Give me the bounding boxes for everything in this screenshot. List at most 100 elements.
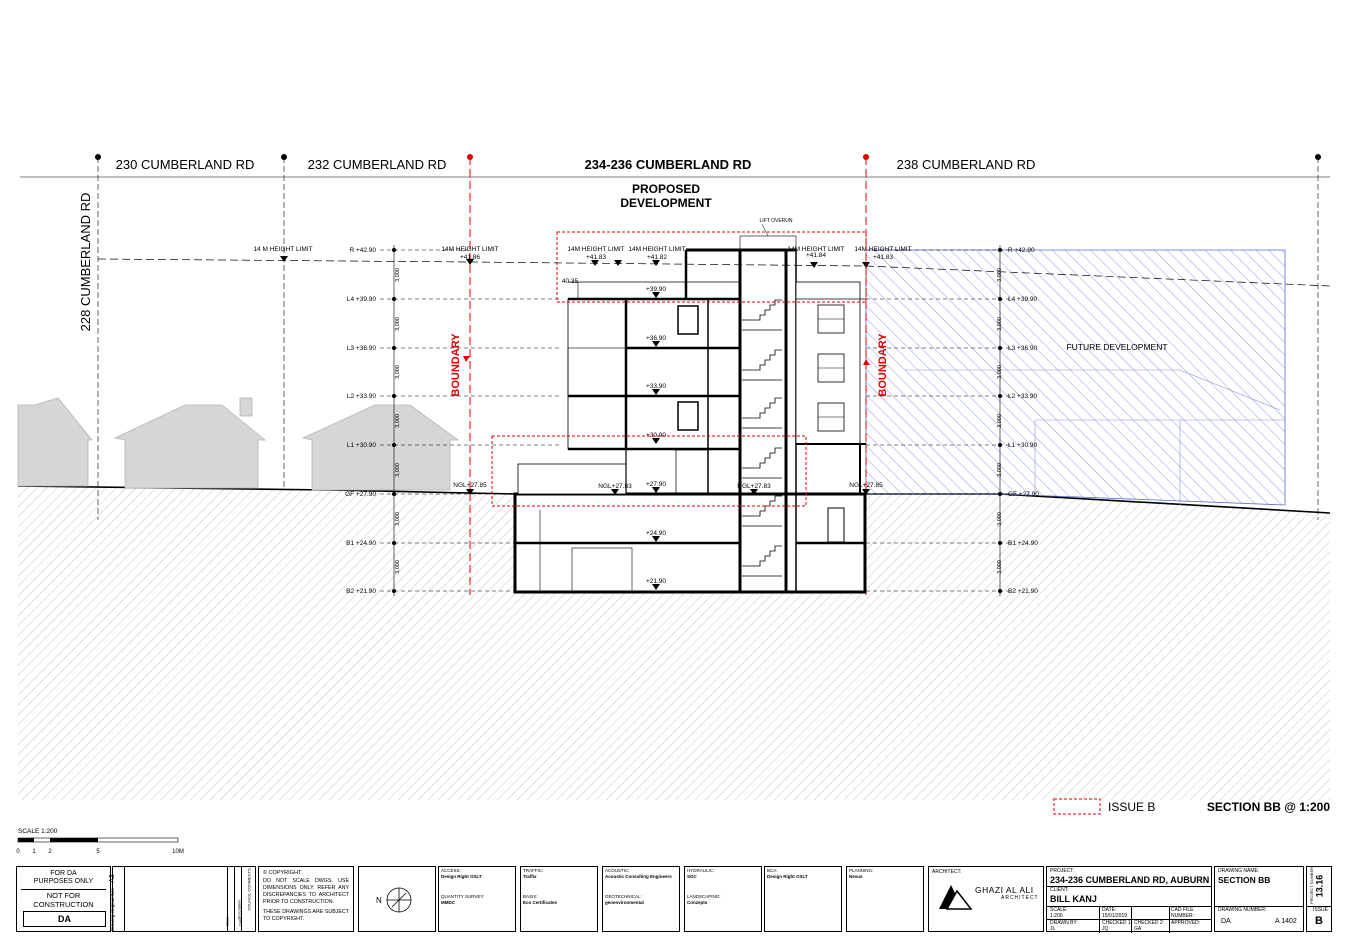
level-r-right: R +42.90 (1008, 247, 1035, 254)
project-box: PROJECT: 234-236 CUMBERLAND RD, AUBURN C… (1046, 866, 1212, 933)
height-limit-label-5: 14M HEIGHT LIMIT (854, 246, 911, 253)
copyright-text-1: DO NOT SCALE DWGS. USE DIMENSIONS ONLY. … (263, 878, 349, 905)
building-section (513, 235, 867, 594)
svg-text:3,000: 3,000 (395, 414, 401, 428)
level-lines (380, 249, 1010, 592)
svg-text:2: 2 (48, 849, 52, 855)
svg-text:3,000: 3,000 (997, 463, 1003, 477)
spot-3690: +36.90 (646, 335, 666, 342)
issue-letter: B (1315, 915, 1323, 927)
spot-3990: +39.90 (646, 286, 666, 293)
boundary-right: BOUNDARY (877, 333, 889, 397)
drawing-name-box: DRAWING NAME: SECTION BB DRAWING NUMBER:… (1214, 866, 1304, 932)
level-gf-left: GF +27.90 (345, 491, 376, 498)
project-number: 13.16 (1314, 874, 1325, 898)
height-limit-label-4: 14M HEIGHT LIMIT (787, 246, 844, 253)
consultant-bca: BCA: Design Right OSLT (764, 866, 842, 932)
da-badge: DA (23, 911, 106, 927)
project-number-box: PROJECT NUMBER 13.16 ISSUE B (1306, 866, 1332, 932)
ngl-3: NGL+27.83 (737, 483, 771, 490)
spot-4184: +41.84 (806, 252, 826, 259)
spot-4183b: +41.83 (873, 254, 893, 261)
height-limit-label-3: 14M HEIGHT LIMIT (628, 246, 685, 253)
copyright-head: © COPYRIGHT (263, 870, 302, 876)
revision-cloud-ground (491, 435, 807, 507)
level-l1-left: L1 +30.90 (347, 442, 376, 449)
copyright-box: © COPYRIGHT DO NOT SCALE DWGS. USE DIMEN… (258, 866, 354, 932)
scale-label: SCALE 1:200 (18, 828, 58, 835)
level-b1-left: B1 +24.90 (346, 540, 376, 547)
spot-4182: +41.82 (647, 254, 667, 261)
height-limit-label-left: 14 M HEIGHT LIMIT (253, 246, 312, 253)
street-232: 232 CUMBERLAND RD (308, 157, 447, 172)
street-228: 228 CUMBERLAND RD (78, 193, 93, 332)
future-development-hatch (865, 249, 1286, 506)
drawing-number-b: A 1402 (1275, 918, 1297, 925)
level-b2-left: B2 +21.90 (346, 588, 376, 595)
spot-3090: +30.90 (646, 432, 666, 439)
sheet-size: A3 (108, 874, 116, 883)
spot-3390: +33.90 (646, 383, 666, 390)
nfc-2: CONSTRUCTION (33, 900, 94, 909)
proposed-label-2: DEVELOPMENT (620, 196, 712, 210)
consultant-traffic: TRAFFIC: Traffix BASIX: Eco Certificates (520, 866, 598, 932)
ngl-2: NGL+27.83 (598, 483, 632, 490)
architect-box: ARCHITECT: GHAZI AL ALI ARCHITECT (928, 866, 1044, 932)
level-l2-left: L2 +33.90 (347, 393, 376, 400)
consultant-planning: PLANNING: Nexus (846, 866, 924, 932)
svg-text:0: 0 (16, 849, 20, 855)
rev-col-issue: Issue (224, 916, 230, 927)
future-label: FUTURE DEVELOPMENT (1066, 342, 1167, 352)
rev-col-date: Date (237, 917, 243, 926)
spot-4035: 40.35 (562, 278, 579, 285)
svg-text:3,000: 3,000 (395, 560, 401, 574)
svg-text:5: 5 (96, 849, 100, 855)
svg-text:3,000: 3,000 (395, 512, 401, 526)
svg-text:3,000: 3,000 (997, 317, 1003, 331)
street-234: 234-236 CUMBERLAND RD (585, 157, 752, 172)
street-238: 238 CUMBERLAND RD (897, 157, 1036, 172)
nfc-1: NOT FOR (46, 891, 81, 900)
issue-label: ISSUE B (1108, 800, 1155, 814)
orig-size: Drawing Original Size (110, 887, 116, 932)
boundary-left: BOUNDARY (450, 333, 462, 397)
project-name: 234-236 CUMBERLAND RD, AUBURN (1050, 875, 1210, 885)
spot-4183: +41.83 (586, 254, 606, 261)
svg-text:3,000: 3,000 (997, 560, 1003, 574)
height-limit-label: 14M HEIGHT LIMIT (441, 246, 498, 253)
architect-logo-icon (939, 885, 973, 910)
issue-cloud-legend (1053, 798, 1101, 815)
spot-2190: +21.90 (646, 578, 666, 585)
lift-overrun-label: LIFT OVERUN (760, 218, 793, 224)
street-230: 230 CUMBERLAND RD (116, 157, 255, 172)
svg-text:3,000: 3,000 (997, 512, 1003, 526)
height-limit-label-2: 14M HEIGHT LIMIT (567, 246, 624, 253)
status-box: FOR DA PURPOSES ONLY NOT FOR CONSTRUCTIO… (16, 866, 111, 932)
svg-text:3,000: 3,000 (395, 463, 401, 477)
level-b1-right: B1 +24.90 (1008, 540, 1038, 547)
copyright-text-2: THESE DRAWINGS ARE SUBJECT TO COPYRIGHT. (263, 909, 349, 922)
future-development-outline (905, 369, 1285, 505)
section-title: SECTION BB @ 1:200 (1207, 800, 1330, 814)
for-da-2: PURPOSES ONLY (33, 878, 94, 885)
ngl-1: NGL+27.85 (453, 482, 487, 489)
svg-text:3,000: 3,000 (395, 268, 401, 282)
level-labels-right: R +42.90 L4 +39.90 L3 +36.90 L2 +33.90 L… (1008, 247, 1039, 595)
level-r-left: R +42.90 (349, 247, 376, 254)
north-box: N (358, 866, 436, 932)
level-b2-right: B2 +21.90 (1008, 588, 1038, 595)
building-spot-heights: 40.35 +39.90 +36.90 +33.90 +30.90 +27.90… (453, 278, 883, 585)
svg-text:1: 1 (32, 849, 36, 855)
council-comments: COUNCIL COMMENTS (246, 868, 252, 911)
consultant-hydraulic: HYDRAULIC: SGC LANDSCAPING: Conzepts (684, 866, 762, 932)
neighbour-houses (17, 397, 460, 491)
svg-text:3,000: 3,000 (997, 365, 1003, 379)
level-l1-right: L1 +30.90 (1008, 442, 1037, 449)
svg-text:N: N (376, 896, 382, 905)
spot-4186: +41.86 (460, 254, 480, 261)
client-name: BILL KANJ (1050, 894, 1097, 904)
level-l4-left: L4 +39.90 (347, 296, 376, 303)
level-l2-right: L2 +33.90 (1008, 393, 1037, 400)
